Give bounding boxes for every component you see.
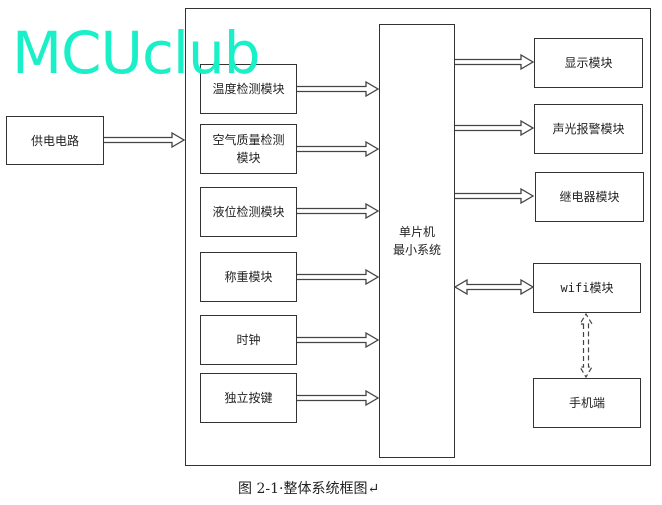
mcu-block: 单片机 最小系统 [379,24,455,458]
system-boundary [185,8,651,466]
liquid-level-module-block: 液位检测模块 [200,187,297,237]
arrow-wireless-dashed [578,312,594,379]
keys-block: 独立按键 [200,373,297,423]
arrow-output-0 [455,53,535,71]
arrow-output-2 [455,187,535,205]
arrow-input-5 [297,389,380,407]
figure-caption: 图 2-1·整体系统框图↵ [238,481,380,497]
alarm-module-block: 声光报警模块 [534,104,643,154]
mcu-label-line2: 最小系统 [392,243,441,257]
mcu-label-line1: 单片机 [398,225,435,239]
relay-module-block: 继电器模块 [535,172,644,222]
display-module-block: 显示模块 [534,38,643,88]
phone-block: 手机端 [533,378,641,428]
power-circuit-block: 供电电路 [6,116,104,165]
arrow-output-1 [455,119,535,137]
wifi-module-block: wifi模块 [533,263,641,313]
clock-block: 时钟 [200,315,297,365]
arrow-input-2 [297,202,380,220]
air-quality-module-block: 空气质量检测模块 [200,124,297,174]
watermark-logo: MCUclub [12,19,261,87]
arrow-power [104,131,186,149]
arrow-input-3 [297,268,380,286]
temperature-module-block: 温度检测模块 [200,64,297,114]
arrow-input-1 [297,140,380,158]
arrow-input-4 [297,331,380,349]
arrow-input-0 [297,80,380,98]
weighing-module-block: 称重模块 [200,252,297,302]
arrow-wifi-bidirectional [453,278,535,296]
